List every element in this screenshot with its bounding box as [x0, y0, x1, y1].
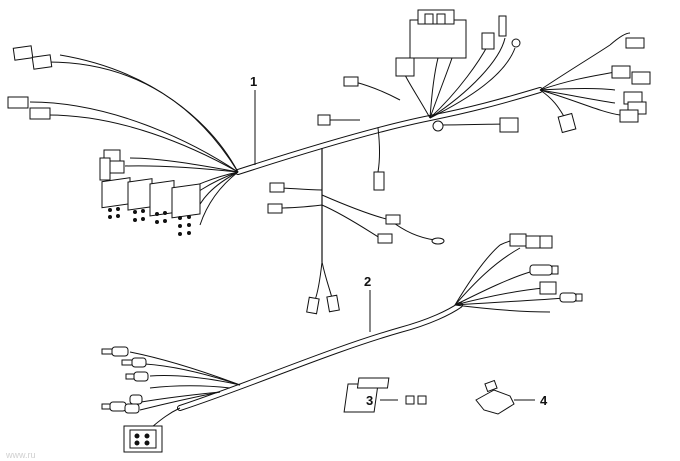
- wiring-harness-1: 1: [7, 9, 651, 315]
- harness-1-plug-connectors-left: [7, 45, 125, 181]
- watermark-text: www.ru: [5, 450, 36, 460]
- terminal-clip-part-4: 4: [475, 379, 548, 415]
- harness-1-middle-drop-branch: [267, 127, 445, 315]
- callout-1: 1: [250, 74, 257, 165]
- harness-2-left-terminals: [101, 346, 163, 453]
- harness-1-left-branches: [29, 54, 239, 226]
- harness-2-right-branches: [454, 233, 583, 313]
- callout-2: 2: [364, 274, 371, 332]
- harness-1-top-relay-group: [317, 9, 521, 133]
- harness-1-right-branches: [539, 32, 651, 134]
- callout-3-label: 3: [366, 393, 373, 408]
- wiring-harness-2: 2: [101, 233, 583, 453]
- callout-4-label: 4: [540, 393, 548, 408]
- relay-socket-part-3: 3: [343, 377, 427, 413]
- callout-2-label: 2: [364, 274, 371, 289]
- callout-1-label: 1: [250, 74, 257, 89]
- harness-1-multipin-connector-block: [101, 177, 201, 236]
